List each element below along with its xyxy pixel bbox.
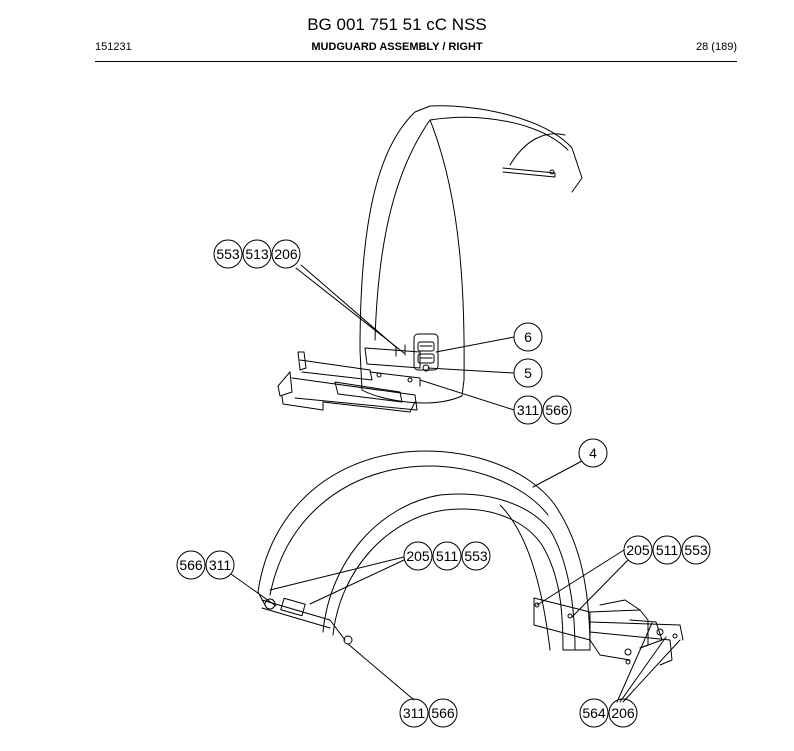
upper-mudguard <box>359 105 583 404</box>
page-title: BG 001 751 51 cC NSS <box>307 15 487 34</box>
callout-311: 311 <box>517 402 540 418</box>
leader-lines <box>230 264 681 703</box>
callout-511: 511 <box>436 548 459 564</box>
callout-564: 564 <box>582 705 606 721</box>
callout-566: 566 <box>545 402 569 418</box>
callout-205: 205 <box>406 548 430 564</box>
lower-mudguard <box>257 450 591 651</box>
callout-311: 311 <box>209 557 232 573</box>
callout-4: 4 <box>589 445 597 461</box>
callout-311: 311 <box>403 705 426 721</box>
callout-206: 206 <box>274 246 298 262</box>
callout-5: 5 <box>524 365 532 381</box>
callout-511: 511 <box>656 542 679 558</box>
callout-513: 513 <box>245 246 269 262</box>
callout-553: 553 <box>684 542 708 558</box>
section-title: MUDGUARD ASSEMBLY / RIGHT <box>311 41 483 53</box>
callout-205: 205 <box>626 542 650 558</box>
document-code: 151231 <box>95 41 132 53</box>
callout-566: 566 <box>431 705 455 721</box>
header-rule <box>95 61 737 62</box>
callout-206: 206 <box>611 705 635 721</box>
page-number: 28 (189) <box>696 41 737 53</box>
callout-566: 566 <box>179 557 203 573</box>
upper-bracket <box>277 351 421 413</box>
callout-553: 553 <box>464 548 488 564</box>
tail-light <box>413 333 439 372</box>
lower-right-bracket <box>533 597 684 666</box>
callout-6: 6 <box>524 329 532 345</box>
callout-553: 553 <box>216 246 240 262</box>
callout-circles <box>176 239 711 728</box>
